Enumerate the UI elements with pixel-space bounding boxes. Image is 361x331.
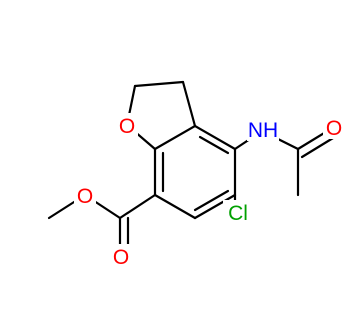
- amide-nitrogen-label: NH: [248, 119, 278, 142]
- carbonyl-oxygen-label: O: [113, 246, 129, 269]
- bond-c7a-c3a: [153, 124, 197, 151]
- bond-c5-c6-inner: [193, 189, 230, 212]
- label-backgrounds: [74, 113, 345, 268]
- amide-oxygen-label: O: [326, 117, 342, 140]
- bond-c7-cester: [118, 193, 157, 220]
- bond-c2-c3: [133, 80, 185, 88]
- chlorine-label: Cl: [228, 202, 248, 225]
- bond-c6-c7: [153, 193, 197, 220]
- bond-c3-c3a: [181, 80, 197, 128]
- ester-oxygen-label: O: [77, 185, 93, 208]
- atom-labels: O NH O Cl O O: [77, 115, 342, 269]
- bond-layer: [47, 80, 340, 258]
- bond-c5-c6: [193, 193, 237, 220]
- bond-c3a-c4-inner: [198, 135, 230, 155]
- bond-c3a-c4: [193, 124, 237, 151]
- ring-oxygen-label: O: [119, 115, 135, 138]
